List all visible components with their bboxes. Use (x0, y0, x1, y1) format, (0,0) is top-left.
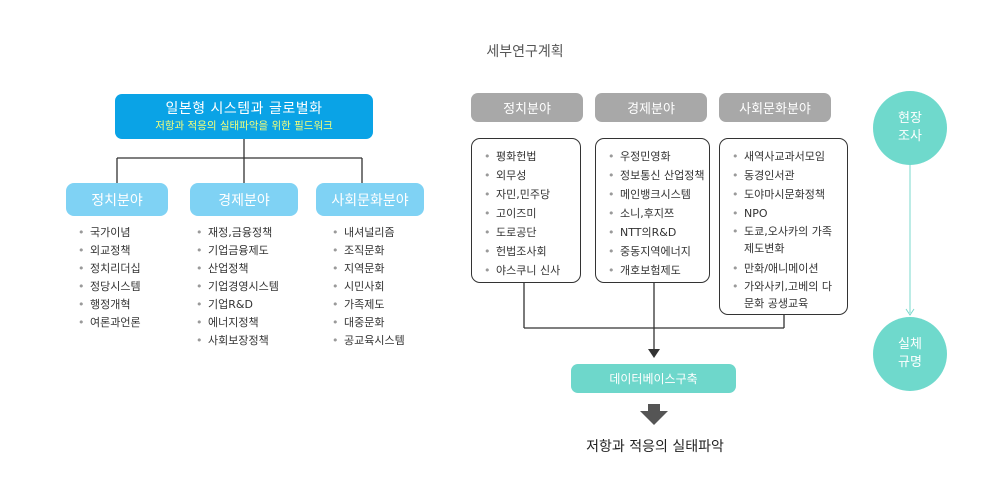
left-category-politics: 정치분야 (66, 183, 168, 216)
right-list-box-society: 새역사교과서모임 동경인서관 도야마시문화정책 NPO 도쿄,오사카의 가족제도… (719, 138, 848, 315)
list-item: 내셔널리즘 (332, 224, 405, 242)
circle-label-line: 실체 (898, 337, 922, 352)
list-item: 중동지역에너지 (608, 242, 703, 261)
list-item: 가와사키,고베의 다문화 공생교육 (732, 278, 841, 312)
left-category-society: 사회문화분야 (316, 183, 424, 216)
left-list-society: 내셔널리즘 조직문화 지역문화 시민사회 가족제도 대중문화 공교육시스템 (332, 224, 405, 350)
list-item: 조직문화 (332, 242, 405, 260)
top-box-title: 일본형 시스템과 글로벌화 (165, 100, 323, 117)
list-item: 정보통신 산업정책 (608, 166, 704, 185)
list-item: 사회보장정책 (196, 332, 279, 350)
right-category-politics: 정치분야 (471, 93, 583, 122)
list-item: 여론과언론 (78, 314, 141, 332)
left-list-economy: 재정,금융정책 기업금융제도 산업정책 기업경영시스템 기업R&D 에너지정책 … (196, 224, 279, 350)
list-item: 자민,민주당 (484, 185, 574, 204)
list-item: 메인뱅크시스템 (608, 185, 703, 204)
right-category-economy: 경제분야 (595, 93, 707, 122)
list-item: 정치리더십 (78, 260, 141, 278)
result-arrow-stem (648, 404, 660, 412)
reality-identification-circle: 실체 규명 (873, 317, 947, 391)
list-item: 도쿄,오사카의 가족제도변화 (732, 223, 841, 257)
list-item: 기업금융제도 (196, 242, 279, 260)
list-item: 대중문화 (332, 314, 405, 332)
database-box: 데이터베이스구축 (571, 364, 736, 393)
list-item: 만화/애니메이션 (732, 259, 841, 278)
list-item: 외무성 (484, 166, 574, 185)
result-text: 저항과 적응의 실태파악 (586, 439, 724, 455)
list-item: 외교정책 (78, 242, 141, 260)
list-item: 도로공단 (484, 223, 574, 242)
list-item: 행정개혁 (78, 296, 141, 314)
list-item: 국가이념 (78, 224, 141, 242)
right-list-economy: 우정민영화 정보통신 산업정책 메인뱅크시스템 소니,후지쯔 NTT의R&D 중… (608, 147, 704, 280)
list-item: 헌법조사회 (484, 242, 574, 261)
list-item: 공교육시스템 (332, 332, 405, 350)
field-research-circle: 현장 조사 (873, 91, 947, 165)
right-list-society: 새역사교과서모임 동경인서관 도야마시문화정책 NPO 도쿄,오사카의 가족제도… (732, 147, 841, 312)
list-item: 기업R&D (196, 296, 279, 314)
list-item: 소니,후지쯔 (608, 204, 703, 223)
top-box-subtitle: 저항과 적응의 실태파악을 위한 필드워크 (155, 119, 333, 132)
right-list-politics: 평화헌법 외무성 자민,민주당 고이즈미 도로공단 헌법조사회 야스쿠니 신사 (484, 147, 574, 280)
list-item: 동경인서관 (732, 166, 841, 185)
list-item: 지역문화 (332, 260, 405, 278)
left-category-economy: 경제분야 (190, 183, 298, 216)
circle-label-line: 현장 (898, 111, 922, 126)
section-title: 세부연구계획 (486, 44, 564, 60)
result-arrow-icon (640, 411, 668, 425)
top-box: 일본형 시스템과 글로벌화 저항과 적응의 실태파악을 위한 필드워크 (115, 94, 373, 139)
flow-arrow-icon (905, 308, 915, 316)
circle-label-line: 조사 (898, 129, 922, 144)
left-list-politics: 국가이념 외교정책 정치리더십 정당시스템 행정개혁 여론과언론 (78, 224, 141, 332)
list-item: 고이즈미 (484, 204, 574, 223)
right-list-box-economy: 우정민영화 정보통신 산업정책 메인뱅크시스템 소니,후지쯔 NTT의R&D 중… (595, 138, 710, 283)
list-item: 도야마시문화정책 (732, 185, 841, 204)
list-item: 정당시스템 (78, 278, 141, 296)
right-list-box-politics: 평화헌법 외무성 자민,민주당 고이즈미 도로공단 헌법조사회 야스쿠니 신사 (471, 138, 581, 283)
list-item: NTT의R&D (608, 223, 703, 242)
arrow-down-icon (648, 349, 660, 358)
list-item: 개호보험제도 (608, 261, 703, 280)
list-item: 산업정책 (196, 260, 279, 278)
list-item: 새역사교과서모임 (732, 147, 841, 166)
list-item: 야스쿠니 신사 (484, 261, 574, 280)
list-item: 가족제도 (332, 296, 405, 314)
list-item: 시민사회 (332, 278, 405, 296)
list-item: 재정,금융정책 (196, 224, 279, 242)
list-item: NPO (732, 204, 841, 223)
list-item: 기업경영시스템 (196, 278, 279, 296)
list-item: 에너지정책 (196, 314, 279, 332)
list-item: 평화헌법 (484, 147, 574, 166)
right-category-society: 사회문화분야 (719, 93, 831, 122)
circle-label-line: 규명 (898, 355, 922, 370)
list-item: 우정민영화 (608, 147, 703, 166)
